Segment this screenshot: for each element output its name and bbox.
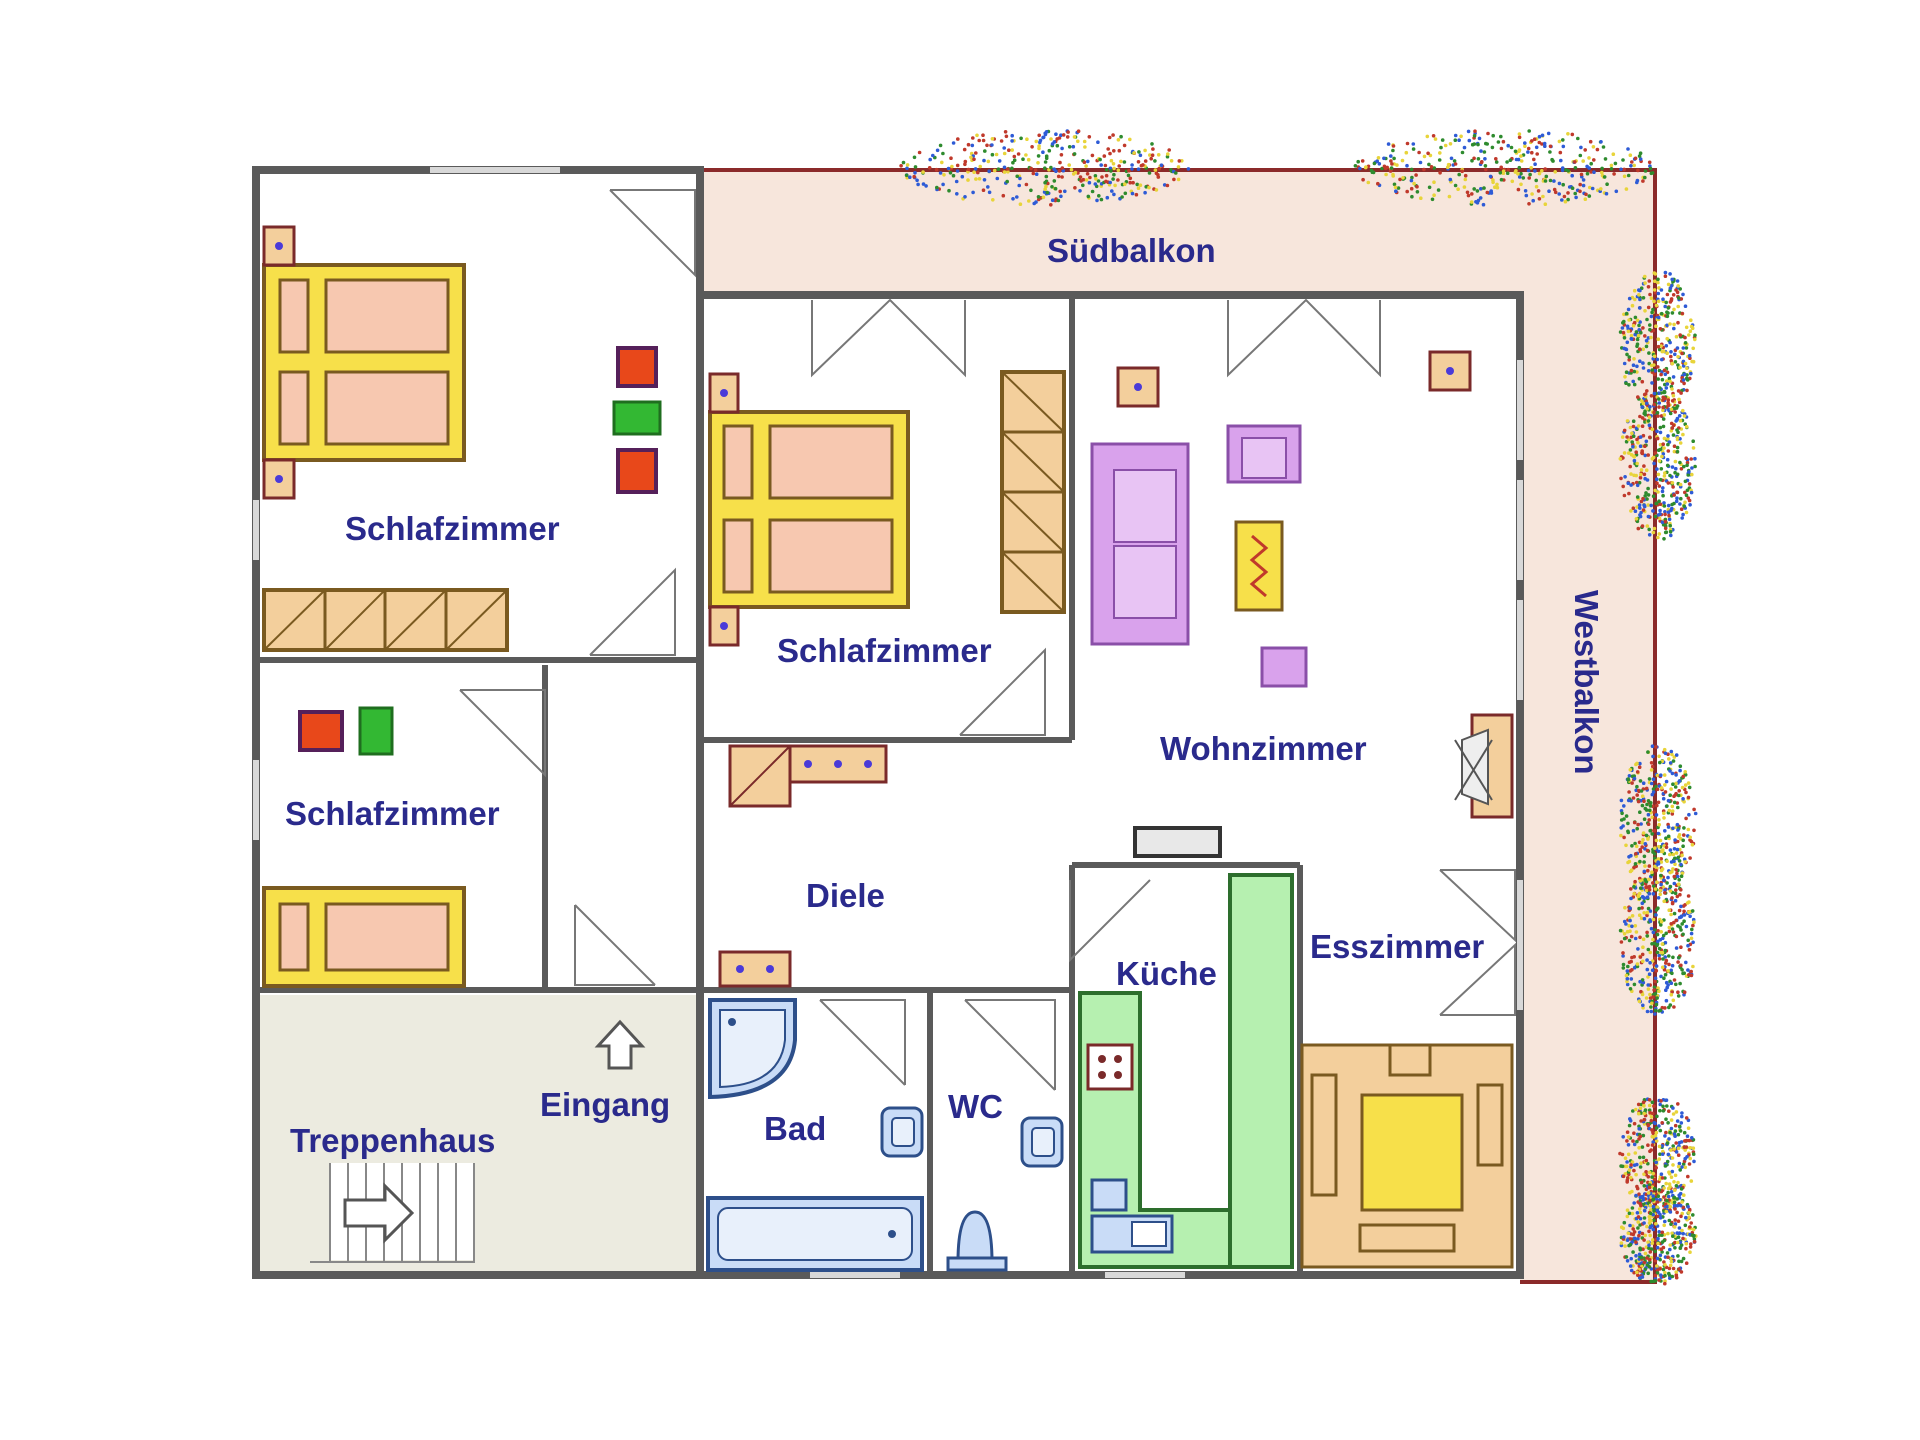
bathtub-icon (706, 1196, 924, 1272)
label-westbalkon: Westbalkon (1568, 590, 1605, 775)
windows (253, 167, 1523, 1278)
label-schlafzimmer-2: Schlafzimmer (777, 632, 992, 669)
stove-icon (1086, 1043, 1134, 1091)
shoe-cabinet (718, 950, 792, 988)
dishwasher-icon (1090, 1178, 1128, 1212)
kitchen-counter (1078, 873, 1294, 1269)
arrow-up-icon (594, 1019, 646, 1070)
washbasin-icon-wc (1020, 1116, 1064, 1168)
toilet-icon (946, 1210, 1008, 1272)
wardrobe-2 (1000, 370, 1066, 614)
label-suedbalkon: Südbalkon (1047, 232, 1216, 269)
shower-icon (708, 998, 797, 1100)
washbasin-icon-bad (880, 1106, 924, 1158)
balcony-plants (899, 129, 1698, 1286)
sofa (1090, 442, 1190, 646)
pouf (1260, 646, 1308, 688)
double-bed-1 (262, 263, 466, 462)
hall-cabinet (728, 744, 888, 808)
label-diele: Diele (806, 877, 885, 914)
desk-set-1 (612, 346, 662, 494)
extractor-hood (1133, 826, 1222, 858)
label-wohnzimmer: Wohnzimmer (1160, 730, 1367, 767)
label-bad: Bad (764, 1110, 826, 1147)
dining-set (1300, 1043, 1514, 1269)
label-esszimmer: Esszimmer (1310, 928, 1484, 965)
side-table-1 (1116, 366, 1160, 408)
label-eingang: Eingang (540, 1086, 670, 1123)
label-schlafzimmer-3: Schlafzimmer (285, 795, 500, 832)
label-kueche: Küche (1116, 955, 1217, 992)
label-treppenhaus: Treppenhaus (290, 1122, 495, 1159)
wardrobe-1 (262, 588, 509, 652)
arrow-right-icon (343, 1182, 415, 1244)
single-bed (262, 886, 466, 988)
nightstand-2 (262, 458, 296, 500)
label-schlafzimmer-1: Schlafzimmer (345, 510, 560, 547)
armchair (1226, 424, 1302, 484)
double-bed-2 (708, 410, 910, 609)
balcony-area (700, 168, 1657, 1284)
side-table-2 (1428, 350, 1472, 392)
tv-icon (1454, 713, 1514, 819)
coffee-table (1234, 520, 1284, 612)
nightstand-4 (708, 605, 740, 647)
nightstand-1 (262, 225, 296, 267)
label-wc: WC (948, 1088, 1003, 1125)
desk-set-2 (298, 706, 394, 756)
nightstand-3 (708, 372, 740, 414)
door-swings (459, 189, 1516, 1091)
